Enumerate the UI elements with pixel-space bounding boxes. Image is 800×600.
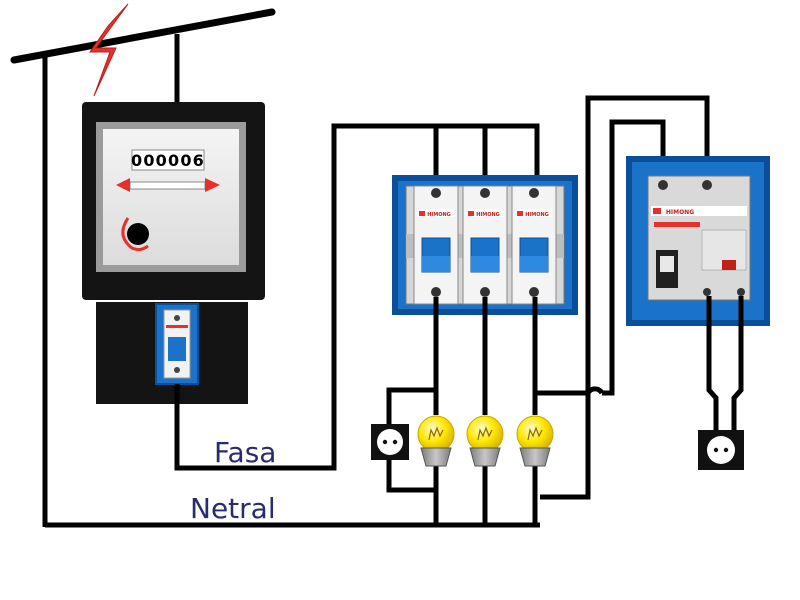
mcb-3-brand: HIMONG <box>525 212 549 218</box>
mcb-3: HIMONG <box>511 185 557 305</box>
meter-logo-swoosh <box>121 217 149 252</box>
rcbo-brand: HIMONG <box>666 209 694 216</box>
mcb-2-brand: HIMONG <box>476 212 500 218</box>
meter-disc <box>127 223 149 245</box>
mcb-1-brand: HIMONG <box>427 212 451 218</box>
main-breaker <box>155 303 199 385</box>
rcbo-panel: HIMONG <box>626 156 770 326</box>
bulb-2 <box>466 415 504 467</box>
lightning-bolt-icon <box>89 3 129 97</box>
bulb-1 <box>417 415 455 467</box>
mcb-1: HIMONG <box>413 185 459 305</box>
wall-socket-2 <box>698 430 744 470</box>
meter-display <box>131 149 205 171</box>
kwh-meter: 000006 <box>82 102 265 404</box>
rcbo-output-wires <box>706 296 744 432</box>
wall-socket-1 <box>371 424 409 460</box>
neutral-label: Netral <box>190 492 276 525</box>
phase-label: Fasa <box>214 436 276 469</box>
branch-wires <box>386 95 710 525</box>
service-line <box>10 8 276 527</box>
bulb-3 <box>516 415 554 467</box>
mcb-2: HIMONG <box>462 185 508 305</box>
meter-reading: 000006 <box>131 151 205 170</box>
